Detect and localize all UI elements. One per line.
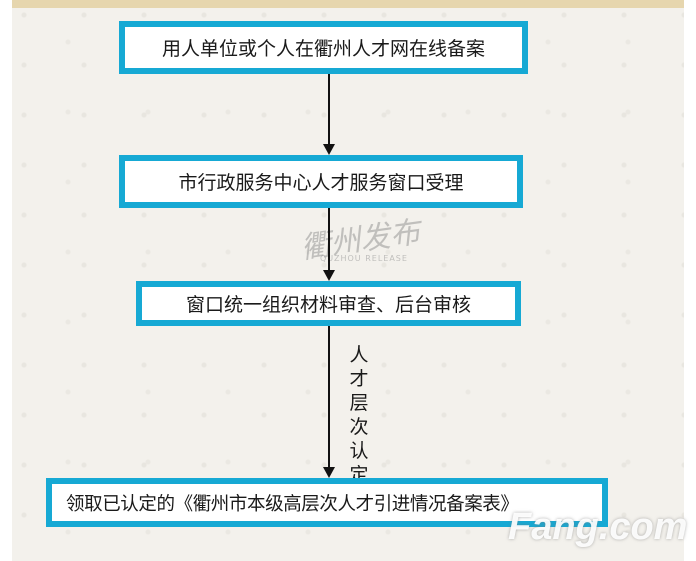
arrow-3-head <box>323 467 335 478</box>
fang-logo: Fang.com <box>508 506 688 548</box>
step-4-box: 领取已认定的《衢州市本级高层次人才引进情况备案表》 <box>46 478 608 527</box>
step-3-box: 窗口统一组织材料审查、后台审核 <box>136 281 521 326</box>
arrow-2-head <box>323 270 335 281</box>
watermark-subtitle: QUZHOU RELEASE <box>320 254 408 263</box>
step-4-label: 领取已认定的《衢州市本级高层次人才引进情况备案表》 <box>66 493 519 515</box>
edge-label: 人才层次认定 <box>349 344 369 486</box>
arrow-1-line <box>328 74 330 144</box>
arrow-1-head <box>323 144 335 155</box>
top-decor-strip <box>12 0 684 8</box>
step-1-label: 用人单位或个人在衢州人才网在线备案 <box>161 38 485 60</box>
step-1-box: 用人单位或个人在衢州人才网在线备案 <box>119 21 528 74</box>
step-3-label: 窗口统一组织材料审查、后台审核 <box>185 294 471 316</box>
arrow-3-line <box>328 326 330 467</box>
arrow-2-line <box>328 208 330 270</box>
paper-background <box>12 0 684 561</box>
step-2-box: 市行政服务中心人才服务窗口受理 <box>119 155 523 208</box>
step-2-label: 市行政服务中心人才服务窗口受理 <box>178 172 464 194</box>
